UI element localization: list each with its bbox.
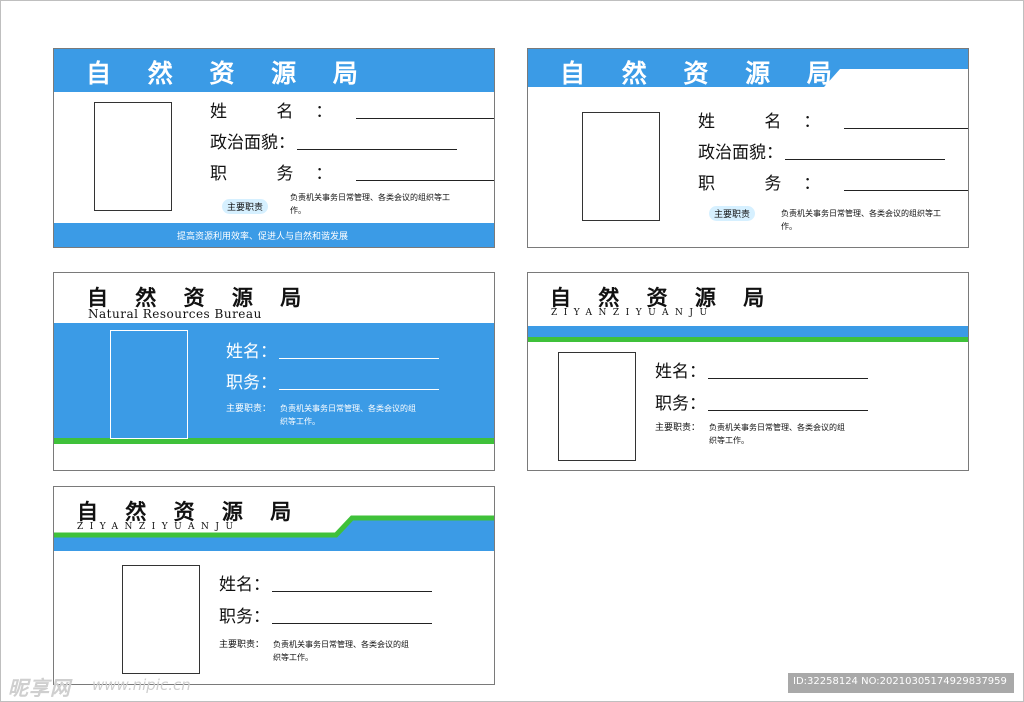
name-line — [356, 118, 494, 119]
card-pinyin: ZIYANZIYUANJU — [77, 522, 240, 532]
duty-description-line-1: 负责机关事务日常管理、各类会议的组 — [709, 423, 845, 432]
photo-placeholder — [94, 102, 172, 211]
card-pinyin: ZIYANZIYUANJU — [551, 308, 714, 318]
duty-label: 主要职责 — [222, 199, 269, 214]
footer-band — [54, 223, 494, 247]
duty-description-line-2: 织等工作。 — [709, 436, 749, 445]
position-line — [708, 410, 868, 411]
duty-description-line-2: 织等工作。 — [280, 417, 320, 426]
position-label: 职 务： — [698, 174, 843, 194]
position-label: 职务： — [226, 373, 277, 393]
name-line — [272, 591, 432, 592]
position-field: 职务： — [219, 607, 432, 627]
duty-label: 主要职责 — [709, 206, 756, 221]
photo-placeholder — [110, 330, 188, 439]
header-band — [528, 326, 968, 337]
politics-field: 政治面貌： — [698, 143, 945, 163]
duty-description: 负责机关事务日常管理、各类会议的组织等工作。 — [781, 209, 941, 231]
card-title: 自 然 资 源 局 — [550, 285, 775, 310]
name-line — [844, 128, 968, 129]
name-field: 姓名： — [655, 362, 868, 382]
card-title: 自 然 资 源 局 — [77, 499, 302, 524]
badge-card-1: 自 然 资 源 局 姓 名： 政治面貌： 职 务： 主要职责 负责机关事务日常管… — [53, 48, 495, 248]
position-label: 职务： — [219, 607, 270, 627]
position-label: 职 务： — [210, 164, 355, 184]
name-label: 姓名： — [226, 342, 277, 362]
photo-placeholder — [558, 352, 636, 461]
badge-card-3: 自 然 资 源 局 Natural Resources Bureau 姓名： 职… — [53, 272, 495, 471]
name-line — [279, 358, 439, 359]
position-line — [356, 180, 494, 181]
duty-label: 主要职责： — [219, 640, 265, 650]
duty-label: 主要职责： — [655, 423, 701, 433]
name-field: 姓名： — [219, 575, 432, 595]
content-band — [54, 323, 494, 438]
politics-line — [297, 149, 457, 150]
position-label: 职务： — [655, 394, 706, 414]
accent-stripe — [528, 337, 968, 342]
header-band — [54, 49, 494, 92]
name-line — [708, 378, 868, 379]
card-title: 自 然 资 源 局 — [87, 285, 312, 310]
header-band — [54, 515, 494, 551]
photo-placeholder — [122, 565, 200, 674]
name-label: 姓 名： — [210, 102, 355, 122]
name-label: 姓 名： — [698, 112, 843, 132]
position-line — [272, 623, 432, 624]
name-field: 姓名： — [226, 342, 439, 362]
name-label: 姓名： — [219, 575, 270, 595]
politics-line — [785, 159, 945, 160]
duty-description-line-2: 织等工作。 — [273, 653, 313, 662]
card-title: 自 然 资 源 局 — [560, 59, 846, 88]
name-label: 姓名： — [655, 362, 706, 382]
politics-label: 政治面貌： — [210, 133, 295, 153]
duty-description-line-1: 负责机关事务日常管理、各类会议的组 — [280, 404, 416, 413]
position-field: 职 务： — [698, 174, 968, 194]
politics-label: 政治面貌： — [698, 143, 783, 163]
name-field: 姓 名： — [698, 112, 968, 132]
watermark-url: www.nipic.cn — [92, 676, 191, 694]
watermark-logo: 昵享网 — [8, 676, 71, 700]
politics-field: 政治面貌： — [210, 133, 457, 153]
position-line — [844, 190, 968, 191]
position-field: 职务： — [655, 394, 868, 414]
accent-stripe — [54, 438, 494, 444]
position-line — [279, 389, 439, 390]
position-field: 职 务： — [210, 164, 494, 184]
photo-placeholder — [582, 112, 660, 221]
badge-card-2: 自 然 资 源 局 姓 名： 政治面貌： 职 务： 主要职责 负责机关事务日常管… — [527, 48, 969, 248]
name-field: 姓 名： — [210, 102, 494, 122]
duty-label: 主要职责： — [226, 404, 272, 414]
footer-slogan: 提高资源利用效率、促进人与自然和谐发展 — [177, 232, 349, 242]
position-field: 职务： — [226, 373, 439, 393]
duty-description-line-1: 负责机关事务日常管理、各类会议的组 — [273, 640, 409, 649]
badge-card-5: 自 然 资 源 局 ZIYANZIYUANJU 姓名： 职务： 主要职责： 负责… — [53, 486, 495, 685]
card-title: 自 然 资 源 局 — [86, 59, 372, 88]
watermark-id: ID:32258124 NO:20210305174929837959 — [788, 673, 1014, 693]
header-band — [528, 49, 968, 87]
card-subtitle: Natural Resources Bureau — [88, 307, 262, 321]
badge-card-4: 自 然 资 源 局 ZIYANZIYUANJU 姓名： 职务： 主要职责： 负责… — [527, 272, 969, 471]
duty-description: 负责机关事务日常管理、各类会议的组织等工作。 — [290, 193, 450, 215]
